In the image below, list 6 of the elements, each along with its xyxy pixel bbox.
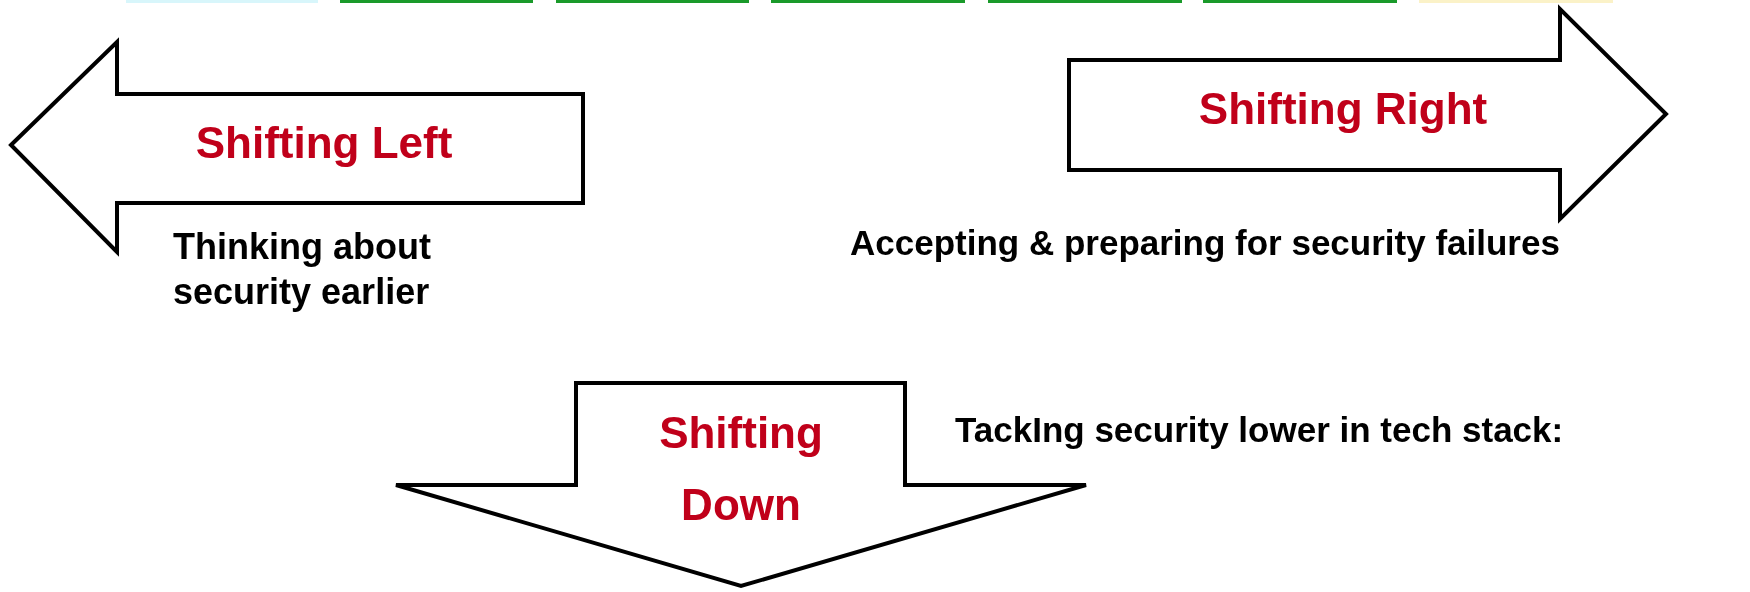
arrow-label: Shifting Right [1198,83,1488,135]
description-text: Accepting & preparing for security failures [850,222,1561,264]
arrow-label: Shifting Left [195,117,453,169]
description-text: Thinking about security earlier [173,225,432,314]
arrow-label: Shifting Down [658,407,824,531]
description-text: TackIng security lower in tech stack: [955,409,1565,451]
